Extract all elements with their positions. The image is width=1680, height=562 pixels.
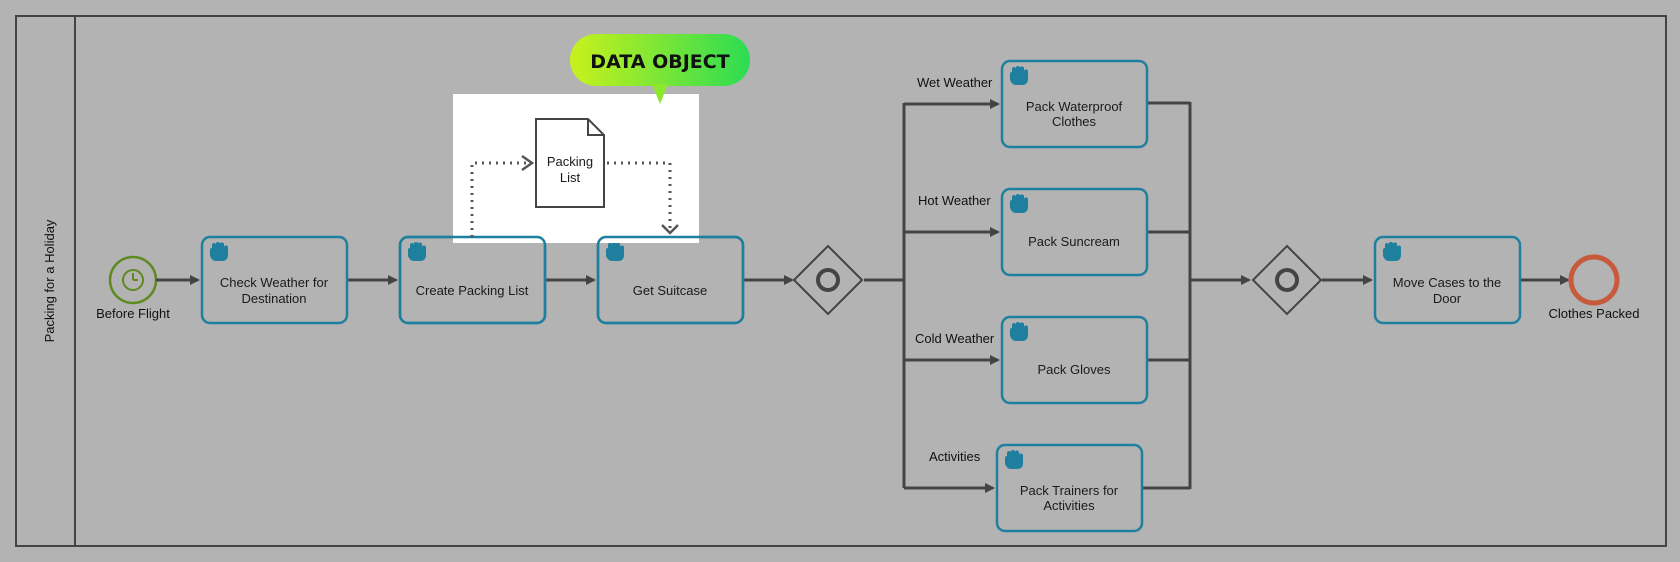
task-get-suitcase[interactable]: Get Suitcase: [596, 235, 745, 325]
task-check-weather[interactable]: Check Weather for Destination: [200, 235, 349, 325]
start-event[interactable]: [108, 255, 158, 305]
task-label: Pack Trainers for: [1020, 483, 1119, 498]
task-label: Pack Suncream: [1028, 234, 1120, 249]
task-get-suitcase-overlap: [596, 235, 745, 325]
merge-gateway[interactable]: [1251, 244, 1323, 316]
split-gateway[interactable]: [792, 244, 864, 316]
end-event-label: Clothes Packed: [1548, 306, 1639, 321]
task-pack-waterproof[interactable]: Pack Waterproof Clothes: [1000, 59, 1149, 149]
end-event[interactable]: [1568, 254, 1620, 306]
task-label: Clothes: [1052, 114, 1097, 129]
task-label: Pack Waterproof: [1026, 99, 1123, 114]
task-move-cases[interactable]: Move Cases to the Door: [1373, 235, 1522, 325]
data-object-label: List: [560, 170, 581, 185]
data-output-association[interactable]: [607, 161, 672, 229]
data-input-association[interactable]: [470, 161, 530, 237]
task-pack-trainers[interactable]: Pack Trainers for Activities: [995, 443, 1144, 533]
association-arrowhead-in: [521, 154, 535, 172]
task-label: Pack Gloves: [1038, 362, 1111, 377]
task-create-packing-list[interactable]: Create Packing List: [398, 235, 547, 325]
task-label: Activities: [1043, 498, 1095, 513]
callout-label: DATA OBJECT: [590, 51, 729, 73]
task-label: Create Packing List: [416, 283, 529, 298]
task-label: Get Suitcase: [633, 283, 707, 298]
task-label: Destination: [241, 291, 306, 306]
condition-cold: Cold Weather: [915, 331, 995, 346]
condition-hot: Hot Weather: [918, 193, 991, 208]
task-pack-suncream[interactable]: Pack Suncream: [1000, 187, 1149, 277]
task-label: Move Cases to the: [1393, 275, 1501, 290]
association-arrowhead-out: [661, 224, 679, 235]
condition-wet: Wet Weather: [917, 75, 993, 90]
pool-label: Packing for a Holiday: [42, 219, 57, 342]
start-event-label: Before Flight: [96, 306, 170, 321]
data-object-packing-list[interactable]: Packing List: [535, 118, 605, 208]
task-pack-gloves[interactable]: Pack Gloves: [1000, 315, 1149, 405]
data-object-callout: DATA OBJECT: [570, 34, 750, 104]
data-object-label: Packing: [547, 154, 593, 169]
task-label: Check Weather for: [220, 275, 329, 290]
task-label: Door: [1433, 291, 1462, 306]
timer-icon: [122, 269, 144, 291]
condition-activities: Activities: [929, 449, 981, 464]
